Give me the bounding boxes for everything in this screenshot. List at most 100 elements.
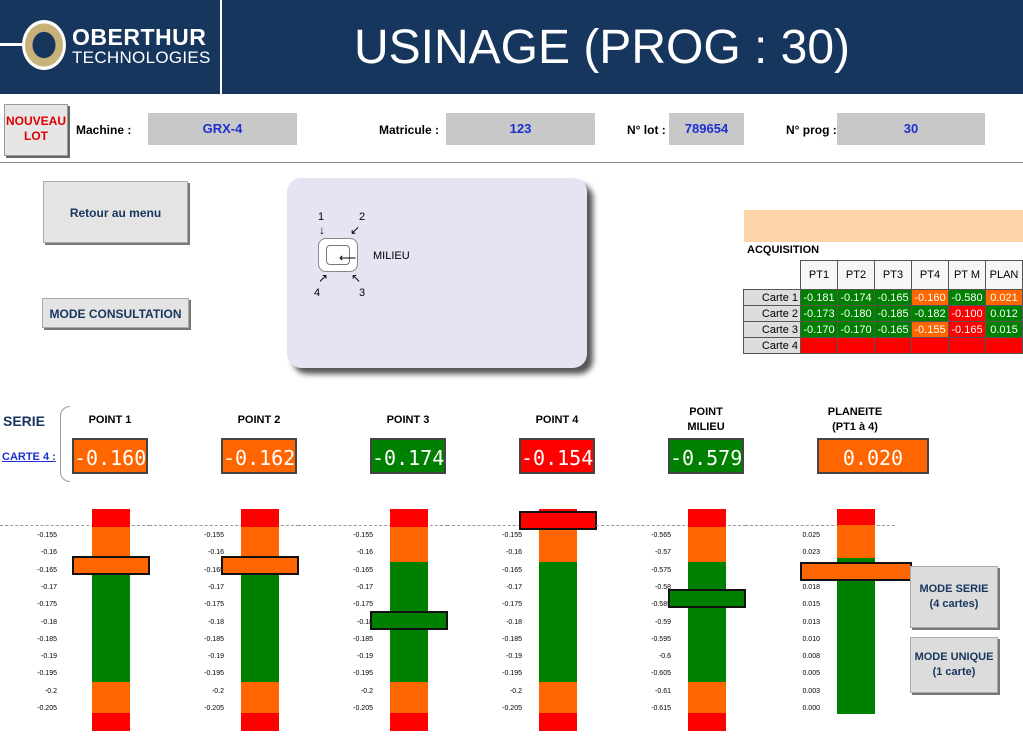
gauge-segment	[688, 509, 726, 527]
row-label: Carte 3	[743, 321, 801, 338]
gauge-segment	[688, 526, 726, 563]
gauge-tick-label: -0.2	[509, 687, 522, 695]
gauge-tick-label: -0.18	[41, 618, 57, 626]
nouveau-lot-label-2: LOT	[24, 129, 48, 143]
gauge-tick-label: -0.19	[208, 653, 224, 661]
gauge-segment	[539, 713, 577, 731]
table-cell: -0.185	[874, 305, 912, 322]
table-cell: -0.182	[911, 305, 949, 322]
gauge-marker	[668, 588, 746, 608]
gauge-tick-label: -0.16	[41, 549, 57, 557]
point-heading: POINT 3	[348, 413, 468, 428]
table-cell: -0.165	[948, 321, 986, 338]
gauge-segment	[241, 509, 279, 527]
logo: OBERTHUR TECHNOLOGIES	[0, 0, 222, 94]
carte-4-link[interactable]: CARTE 4 :	[2, 451, 56, 463]
arrow-left-icon: ⟵	[339, 251, 357, 265]
gauge-tick-label: -0.19	[506, 653, 522, 661]
gauge-tick-label: -0.155	[37, 532, 57, 539]
retour-menu-button[interactable]: Retour au menu	[43, 181, 188, 243]
gauge-axis	[149, 525, 299, 705]
point-2-label: 2	[359, 211, 366, 223]
table-cell: -0.174	[837, 289, 875, 306]
point-4-label: 4	[314, 287, 321, 299]
gauge-tick-label: -0.205	[37, 705, 57, 712]
point-3-label: 3	[359, 287, 366, 299]
mode-unique-button[interactable]: MODE UNIQUE (1 carte)	[910, 637, 998, 693]
table-cell	[985, 337, 1023, 354]
acquisition-status-bar	[744, 210, 1023, 242]
nouveau-lot-button[interactable]: NOUVEAU LOT	[4, 104, 68, 156]
table-cell: -0.160	[911, 289, 949, 306]
gauge-segment	[390, 682, 428, 714]
gauge-segment	[539, 526, 577, 563]
gauge-tick-label: 0.025	[802, 532, 820, 539]
gauge-tick-label: 0.005	[802, 670, 820, 678]
gauge-tick-label: -0.195	[353, 670, 373, 678]
gauge-tick-label: -0.2	[360, 687, 373, 695]
gauge-tick-label: -0.19	[357, 653, 373, 661]
gauge-segment	[539, 562, 577, 683]
matricule-field[interactable]: 123	[446, 113, 595, 145]
gauge-tick-label: -0.185	[502, 635, 522, 643]
table-cell: -0.100	[948, 305, 986, 322]
gauge-tick-label: 0.003	[802, 687, 820, 695]
point-value: 0.020	[817, 438, 929, 474]
point-value: -0.579	[668, 438, 744, 474]
point-heading-line: POINT 4	[535, 414, 579, 426]
table-header-row: PT1 PT2 PT3 PT4 PT M PLAN	[744, 260, 1023, 290]
mode-serie-sublabel: (4 cartes)	[929, 598, 979, 610]
gauge-tick-label: -0.175	[204, 601, 224, 609]
table-row: Carte 4	[743, 337, 1023, 354]
point-heading-line: POINT 1	[88, 414, 132, 426]
gauge-tick-label: 0.018	[802, 583, 820, 591]
point-heading: POINT 4	[497, 413, 617, 428]
gauge-tick-label: -0.17	[208, 583, 224, 591]
gauge-tick-label: -0.2	[211, 687, 224, 695]
table-cell: -0.580	[948, 289, 986, 306]
row-label: Carte 1	[743, 289, 801, 306]
column-header: PT2	[837, 260, 875, 290]
gauge-tick-label: -0.205	[353, 705, 373, 712]
gauge-tick-label: -0.16	[208, 549, 224, 557]
gauge-tick-label: 0.010	[802, 635, 820, 643]
mode-serie-label: MODE SERIE	[919, 583, 989, 595]
table-cell: -0.173	[800, 305, 838, 322]
mode-unique-sublabel: (1 carte)	[932, 666, 976, 678]
logo-line	[0, 43, 26, 46]
machine-field[interactable]: GRX-4	[148, 113, 297, 145]
gauge-tick-label: -0.595	[651, 635, 671, 643]
table-cell: -0.155	[911, 321, 949, 338]
mode-consultation-button[interactable]: MODE CONSULTATION	[42, 298, 189, 328]
nouveau-lot-label-1: NOUVEAU	[5, 114, 66, 128]
lot-field[interactable]: 789654	[669, 113, 744, 145]
table-cell: -0.165	[874, 321, 912, 338]
point-heading-line: MILIEU	[687, 421, 725, 433]
gauge-tick-label: -0.205	[502, 705, 522, 712]
gauge-tick-label: -0.16	[357, 549, 373, 557]
prog-field[interactable]: 30	[837, 113, 985, 145]
table-cell: -0.180	[837, 305, 875, 322]
gauge-axis	[298, 525, 448, 705]
gauge-tick-label: 0.015	[802, 601, 820, 609]
table-cell: -0.181	[800, 289, 838, 306]
table-cell: 0.012	[985, 305, 1023, 322]
gauge-tick-label: -0.185	[37, 635, 57, 643]
gauge-segment	[688, 562, 726, 683]
point-value: -0.174	[370, 438, 446, 474]
machine-label: Machine :	[76, 123, 132, 137]
gauge-segment	[390, 526, 428, 563]
point-heading: POINT 1	[50, 413, 170, 428]
gauge-tick-label: -0.185	[353, 635, 373, 643]
logo-name: OBERTHUR	[72, 24, 207, 50]
gauge-tick-label: -0.615	[651, 705, 671, 712]
table-cell: 0.021	[985, 289, 1023, 306]
column-header: PT3	[874, 260, 912, 290]
prog-label: N° prog :	[786, 123, 837, 137]
mode-serie-button[interactable]: MODE SERIE (4 cartes)	[910, 566, 998, 628]
logo-subtitle: TECHNOLOGIES	[72, 48, 211, 67]
gauge-tick-label: -0.16	[506, 549, 522, 557]
gauge-bar	[688, 509, 726, 731]
gauge-segment	[390, 713, 428, 731]
gauge-tick-label: 0.008	[802, 653, 820, 661]
